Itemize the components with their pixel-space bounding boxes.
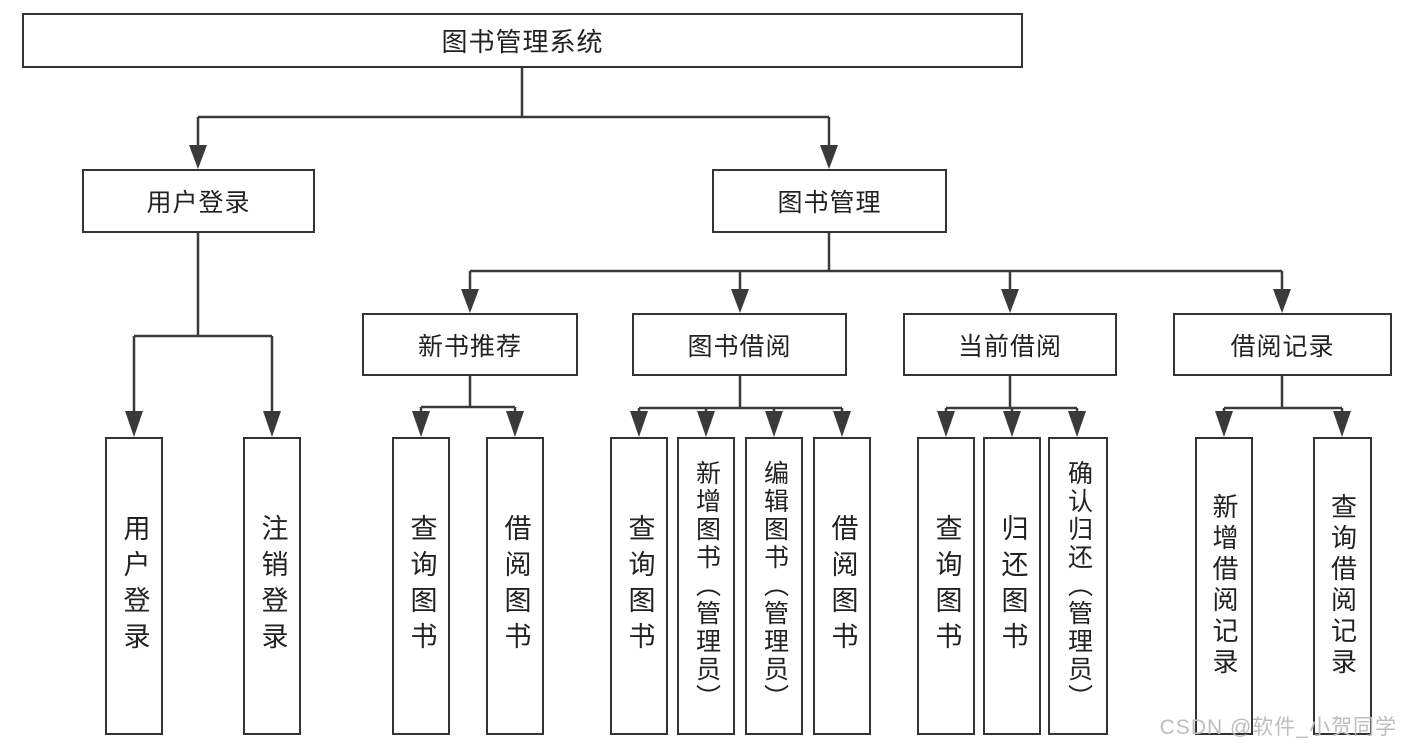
- leaf-borrowing-edit-books-admin: 编辑图书（管理员）: [745, 437, 803, 735]
- connector-borrowing-records: [1222, 376, 1344, 418]
- connector-book-borrowing: [637, 376, 844, 418]
- leaf-logout-label: 注销登录: [257, 514, 288, 658]
- node-new-book-recommendation: 新书推荐: [362, 313, 578, 376]
- node-book-borrowing-label: 图书借阅: [687, 332, 792, 361]
- root-node: 图书管理系统: [22, 13, 1023, 68]
- leaf-records-add-borrow-record: 新增借阅记录: [1195, 437, 1253, 735]
- node-current-borrowing: 当前借阅: [903, 313, 1117, 376]
- leaf-borrowing-borrow-books-label: 借阅图书: [827, 514, 858, 658]
- csdn-watermark: CSDN @软件_小贺同学: [1159, 716, 1397, 739]
- node-current-borrowing-label: 当前借阅: [957, 332, 1062, 361]
- leaf-borrowing-borrow-books: 借阅图书: [813, 437, 871, 735]
- leaf-borrowing-edit-books-admin-label: 编辑图书（管理员）: [760, 460, 789, 712]
- leaf-recommend-borrow-books: 借阅图书: [486, 437, 544, 735]
- leaf-borrowing-add-books-admin-label: 新增图书（管理员）: [692, 460, 721, 712]
- leaf-recommend-query-books-label: 查询图书: [406, 514, 437, 658]
- leaf-current-return-books-label: 归还图书: [997, 514, 1028, 658]
- leaf-records-query-borrow-record-label: 查询借阅记录: [1327, 493, 1358, 679]
- leaf-current-query-books-label: 查询图书: [931, 514, 962, 658]
- node-book-borrowing: 图书借阅: [632, 313, 847, 376]
- connector-new-book-recommendation: [419, 376, 517, 418]
- leaf-current-confirm-return-admin: 确认归还（管理员）: [1048, 437, 1108, 735]
- leaf-current-query-books: 查询图书: [917, 437, 975, 735]
- node-book-management-label: 图书管理: [777, 189, 882, 217]
- node-new-book-recommendation-label: 新书推荐: [417, 332, 522, 361]
- leaf-borrowing-query-books-label: 查询图书: [624, 514, 655, 658]
- node-book-management: 图书管理: [712, 169, 947, 233]
- node-user-login: 用户登录: [82, 169, 315, 233]
- connector-user-login: [132, 233, 274, 418]
- node-borrowing-records-label: 借阅记录: [1230, 332, 1335, 361]
- connector-root: [196, 68, 831, 150]
- leaf-user-login: 用户登录: [105, 437, 163, 735]
- leaf-user-login-label: 用户登录: [119, 514, 150, 658]
- leaf-records-add-borrow-record-label: 新增借阅记录: [1209, 493, 1239, 679]
- leaf-borrowing-query-books: 查询图书: [610, 437, 668, 735]
- leaf-logout: 注销登录: [243, 437, 301, 735]
- connector-book-management: [468, 233, 1284, 294]
- node-user-login-label: 用户登录: [146, 189, 251, 217]
- leaf-recommend-borrow-books-label: 借阅图书: [500, 514, 531, 658]
- connector-current-borrowing: [944, 376, 1079, 418]
- leaf-borrowing-add-books-admin: 新增图书（管理员）: [677, 437, 735, 735]
- leaf-recommend-query-books: 查询图书: [392, 437, 450, 735]
- root-node-label: 图书管理系统: [441, 27, 604, 57]
- leaf-records-query-borrow-record: 查询借阅记录: [1313, 437, 1372, 735]
- node-borrowing-records: 借阅记录: [1173, 313, 1392, 376]
- leaf-current-return-books: 归还图书: [983, 437, 1041, 735]
- leaf-current-confirm-return-admin-label: 确认归还（管理员）: [1064, 460, 1093, 712]
